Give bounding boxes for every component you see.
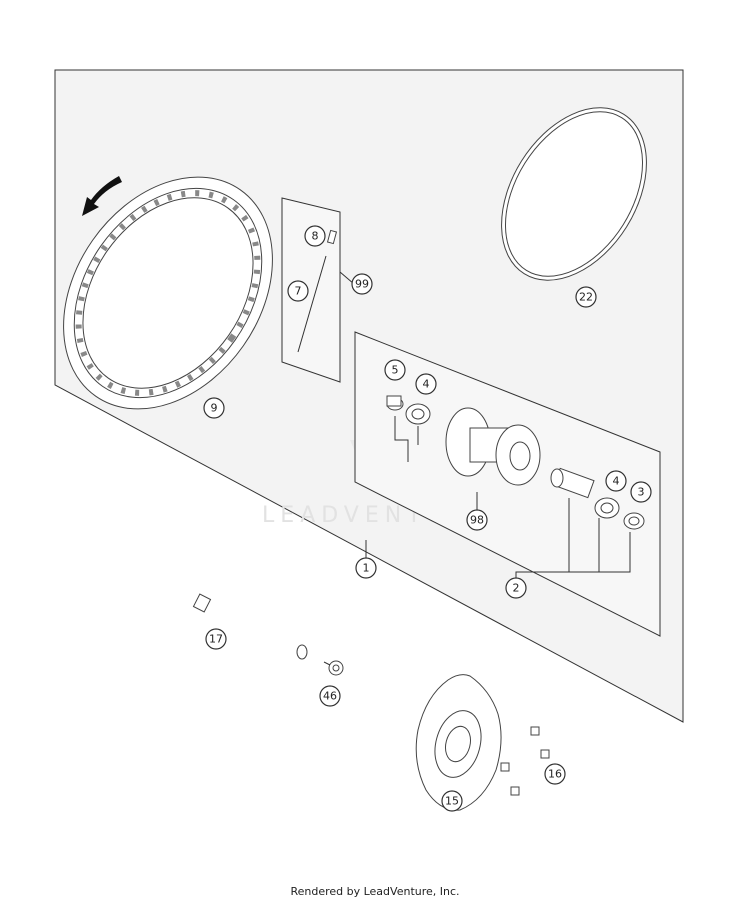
callout-label: 3 <box>638 486 645 499</box>
callout-5: 5 <box>384 359 406 381</box>
callout-label: 9 <box>211 402 218 415</box>
callout-label: 46 <box>323 690 337 703</box>
callout-label: 17 <box>209 633 223 646</box>
rim-tape <box>501 107 647 281</box>
callout-label: 15 <box>445 795 459 808</box>
footer-credit: Rendered by LeadVenture, Inc. <box>290 885 460 898</box>
disc-bolts <box>500 726 550 796</box>
callout-label: 16 <box>548 768 562 781</box>
callout-99: 99 <box>351 273 373 295</box>
bearing-4-left <box>405 403 431 425</box>
hub-spacer <box>550 467 595 499</box>
callout-17: 17 <box>205 628 227 650</box>
callout-label: 4 <box>613 475 620 488</box>
callout-4-right: 4 <box>605 470 627 492</box>
callout-4-left: 4 <box>415 373 437 395</box>
axle <box>192 593 308 660</box>
callout-9: 9 <box>203 397 225 419</box>
spacer-5 <box>386 395 404 411</box>
callout-98: 98 <box>466 509 488 531</box>
callout-label: 98 <box>470 514 484 527</box>
axle-nut <box>323 660 344 676</box>
hub-panel <box>354 331 661 637</box>
callout-16: 16 <box>544 763 566 785</box>
rotation-arrow-icon <box>82 176 122 216</box>
hub <box>445 407 541 486</box>
callout-label: 5 <box>392 364 399 377</box>
callout-label: 8 <box>312 230 319 243</box>
callout-label: 99 <box>355 278 369 291</box>
callout-label: 2 <box>513 582 520 595</box>
callout-label: 22 <box>579 291 593 304</box>
callout-2: 2 <box>505 577 527 599</box>
callout-7: 7 <box>287 280 309 302</box>
spacer-3 <box>623 512 645 530</box>
callout-1: 1 <box>355 557 377 579</box>
hub-leaders <box>365 416 631 578</box>
wheel-rim <box>63 176 273 410</box>
callout-15: 15 <box>441 790 463 812</box>
callout-label: 4 <box>423 378 430 391</box>
callout-label: 7 <box>295 285 302 298</box>
spoke-panel <box>281 197 341 383</box>
callout-22: 22 <box>575 286 597 308</box>
callout-8: 8 <box>304 225 326 247</box>
callout-label: 1 <box>363 562 370 575</box>
callout-3: 3 <box>630 481 652 503</box>
spoke <box>297 229 338 353</box>
bearing-4-right <box>594 497 620 519</box>
brake-disc <box>415 674 502 811</box>
callout-46: 46 <box>319 685 341 707</box>
